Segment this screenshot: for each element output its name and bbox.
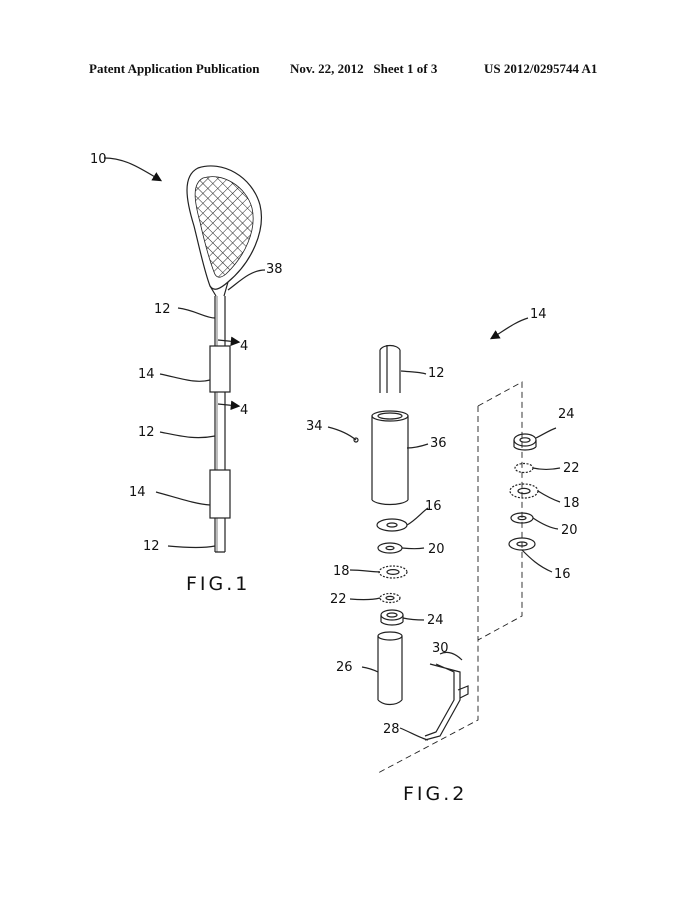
ref-10: 10 (90, 152, 107, 167)
ref-20: 20 (428, 542, 445, 557)
shaft-end (380, 345, 400, 393)
sleeve-tube (372, 416, 408, 505)
ring-24 (381, 610, 403, 620)
ref-14: 14 (138, 367, 155, 382)
ref-34: 34 (306, 419, 323, 434)
ref-18-right: 18 (563, 496, 580, 511)
ref-18: 18 (333, 564, 350, 579)
grip-26 (378, 636, 402, 705)
ref-28: 28 (383, 722, 400, 737)
ref-4: 4 (240, 339, 248, 354)
washer-20 (378, 543, 402, 553)
ref-30: 30 (432, 641, 449, 656)
connector-sleeve-upper (210, 346, 230, 392)
washer-16 (377, 519, 407, 531)
fig1-caption: FIG.1 (186, 573, 250, 595)
clip-28 (425, 664, 460, 740)
ref-14: 14 (129, 485, 146, 500)
connector-sleeve-lower (210, 470, 230, 518)
ring-24-right (514, 434, 536, 446)
ref-20-right: 20 (561, 523, 578, 538)
ref-12: 12 (428, 366, 445, 381)
assembly-outline (378, 382, 522, 773)
ref-12: 12 (143, 539, 160, 554)
ref-36: 36 (430, 436, 447, 451)
shaft-segment-lower (215, 518, 225, 552)
bearing-22 (380, 594, 400, 603)
ref-16: 16 (425, 499, 442, 514)
bearing-22-right (515, 464, 533, 473)
ref-26: 26 (336, 660, 353, 675)
bearing-18 (379, 566, 407, 578)
ref-22: 22 (330, 592, 347, 607)
ref-22-right: 22 (563, 461, 580, 476)
bearing-18-right (510, 484, 538, 498)
ref-16-right: 16 (554, 567, 571, 582)
ref-38: 38 (266, 262, 283, 277)
ref-24-right: 24 (558, 407, 575, 422)
ref-4: 4 (240, 403, 248, 418)
ref-12: 12 (154, 302, 171, 317)
ref-24: 24 (427, 613, 444, 628)
shaft-segment-upper (215, 296, 225, 346)
ref-14: 14 (530, 307, 547, 322)
fig2-caption: FIG.2 (403, 783, 467, 805)
ref-12: 12 (138, 425, 155, 440)
